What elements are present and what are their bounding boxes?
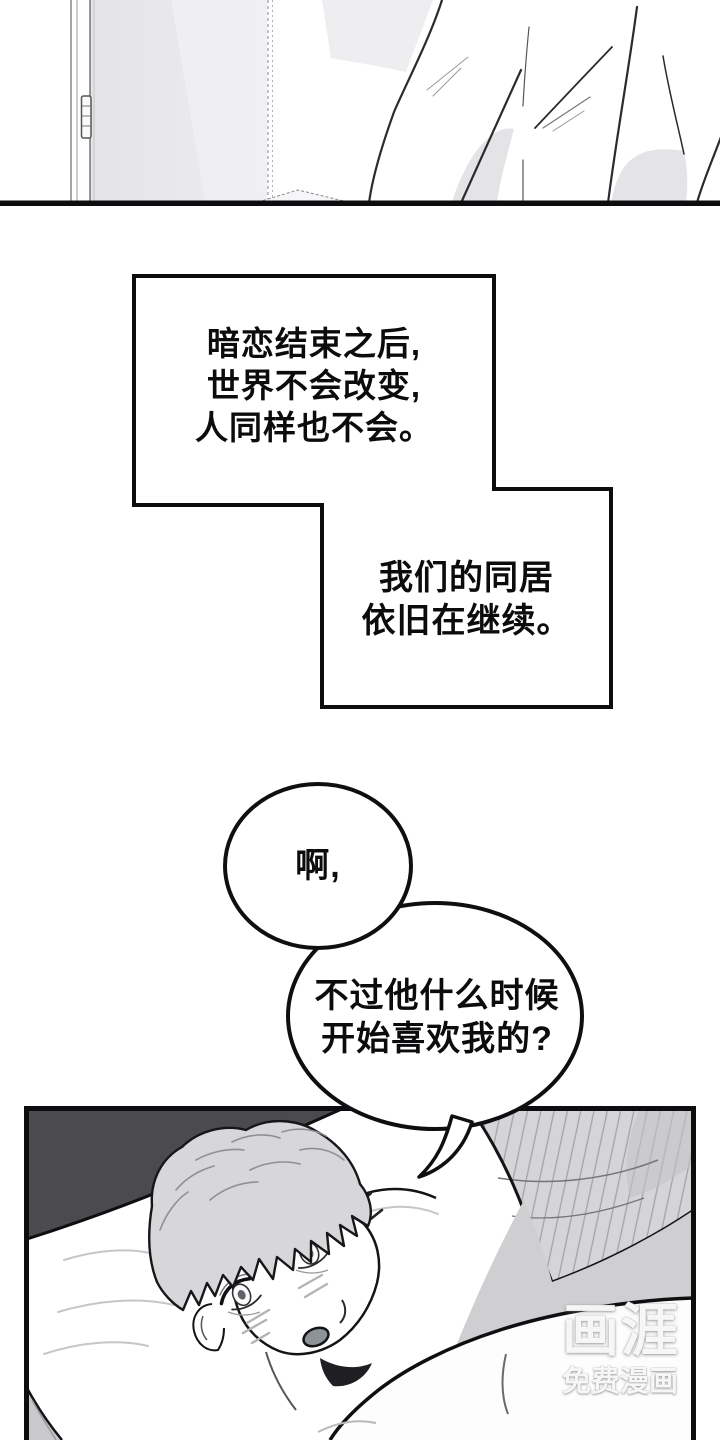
wall-shade [322,0,433,72]
arm [328,1296,693,1440]
floor-wedge [257,189,349,203]
narration-boxes-outline [132,274,613,709]
door-hinge [80,95,92,139]
neck-line [265,1351,297,1411]
narration-line: 我们的同居 [379,559,554,597]
bubble-1-text: 啊, [240,845,396,888]
figure-legs-sketch [367,0,720,205]
speech-line: 开始喜欢我的? [321,1020,553,1058]
striped-mat [468,1108,693,1284]
narration-line: 人同样也不会。 [195,409,433,446]
bottom-panel-scene [27,1108,693,1440]
narration-box-2-text: 我们的同居 依旧在继续。 [322,557,611,643]
bubble-tail [417,1114,474,1179]
hair-strands [159,1128,345,1231]
narration-line: 依旧在继续。 [361,602,572,640]
narration-line: 暗恋结束之后, [206,325,422,362]
speech-bubble-1 [223,782,413,950]
narration-box-1-text: 暗恋结束之后, 世界不会改变, 人同样也不会。 [134,323,494,449]
nose [339,1299,347,1324]
character-head [148,1119,384,1433]
open-mouth [302,1326,330,1348]
speech-line: 不过他什么时候 [314,977,560,1015]
hair [148,1119,372,1312]
ear [192,1303,225,1352]
bubble-2-text: 不过他什么时候 开始喜欢我的? [300,975,574,1061]
panel-separator [0,200,720,206]
speech-line: 啊, [295,847,341,885]
top-panel-sketch [0,0,720,206]
speech-bubble-2 [286,901,584,1131]
jaw-shadow [320,1358,372,1387]
sheet-fold [27,1387,63,1440]
speech-bubbles [223,782,584,1179]
narration-line: 世界不会改变, [206,367,422,404]
blush-marks [241,1273,329,1345]
